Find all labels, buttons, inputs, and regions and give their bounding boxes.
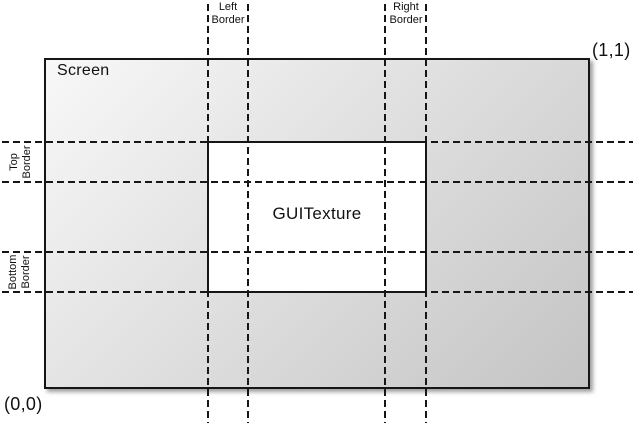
guide-line-right-border-outer xyxy=(425,4,427,423)
top-border-label-line1: Top xyxy=(8,153,20,171)
right-border-label: Right Border xyxy=(386,1,426,27)
bottom-border-label-line2: Border xyxy=(20,255,32,289)
bottom-border-label: Bottom Border xyxy=(7,249,35,295)
guide-line-top-border-outer xyxy=(2,141,633,143)
coordinate-label-origin: (0,0) xyxy=(4,394,43,414)
guide-line-left-border-outer xyxy=(207,4,209,423)
left-border-label-line2: Border xyxy=(211,14,245,26)
guitexture-rect: GUITexture xyxy=(207,141,427,293)
top-border-label: Top Border xyxy=(8,140,36,184)
guitexture-label: GUITexture xyxy=(272,204,362,223)
guide-line-bottom-border-outer xyxy=(2,291,633,293)
guide-line-right-border-inner xyxy=(384,4,386,423)
top-border-label-line2: Border xyxy=(21,145,33,179)
screen-label: Screen xyxy=(57,62,110,79)
guide-line-left-border-inner xyxy=(247,4,249,423)
right-border-label-line2: Border xyxy=(389,14,423,26)
guide-line-bottom-border-inner xyxy=(2,251,633,253)
right-border-label-line1: Right xyxy=(393,1,419,13)
left-border-label: Left Border xyxy=(208,1,248,27)
guide-line-top-border-inner xyxy=(2,181,633,183)
bottom-border-label-line1: Bottom xyxy=(7,254,19,290)
left-border-label-line1: Left xyxy=(218,1,238,13)
coordinate-label-top-right: (1,1) xyxy=(592,40,631,60)
